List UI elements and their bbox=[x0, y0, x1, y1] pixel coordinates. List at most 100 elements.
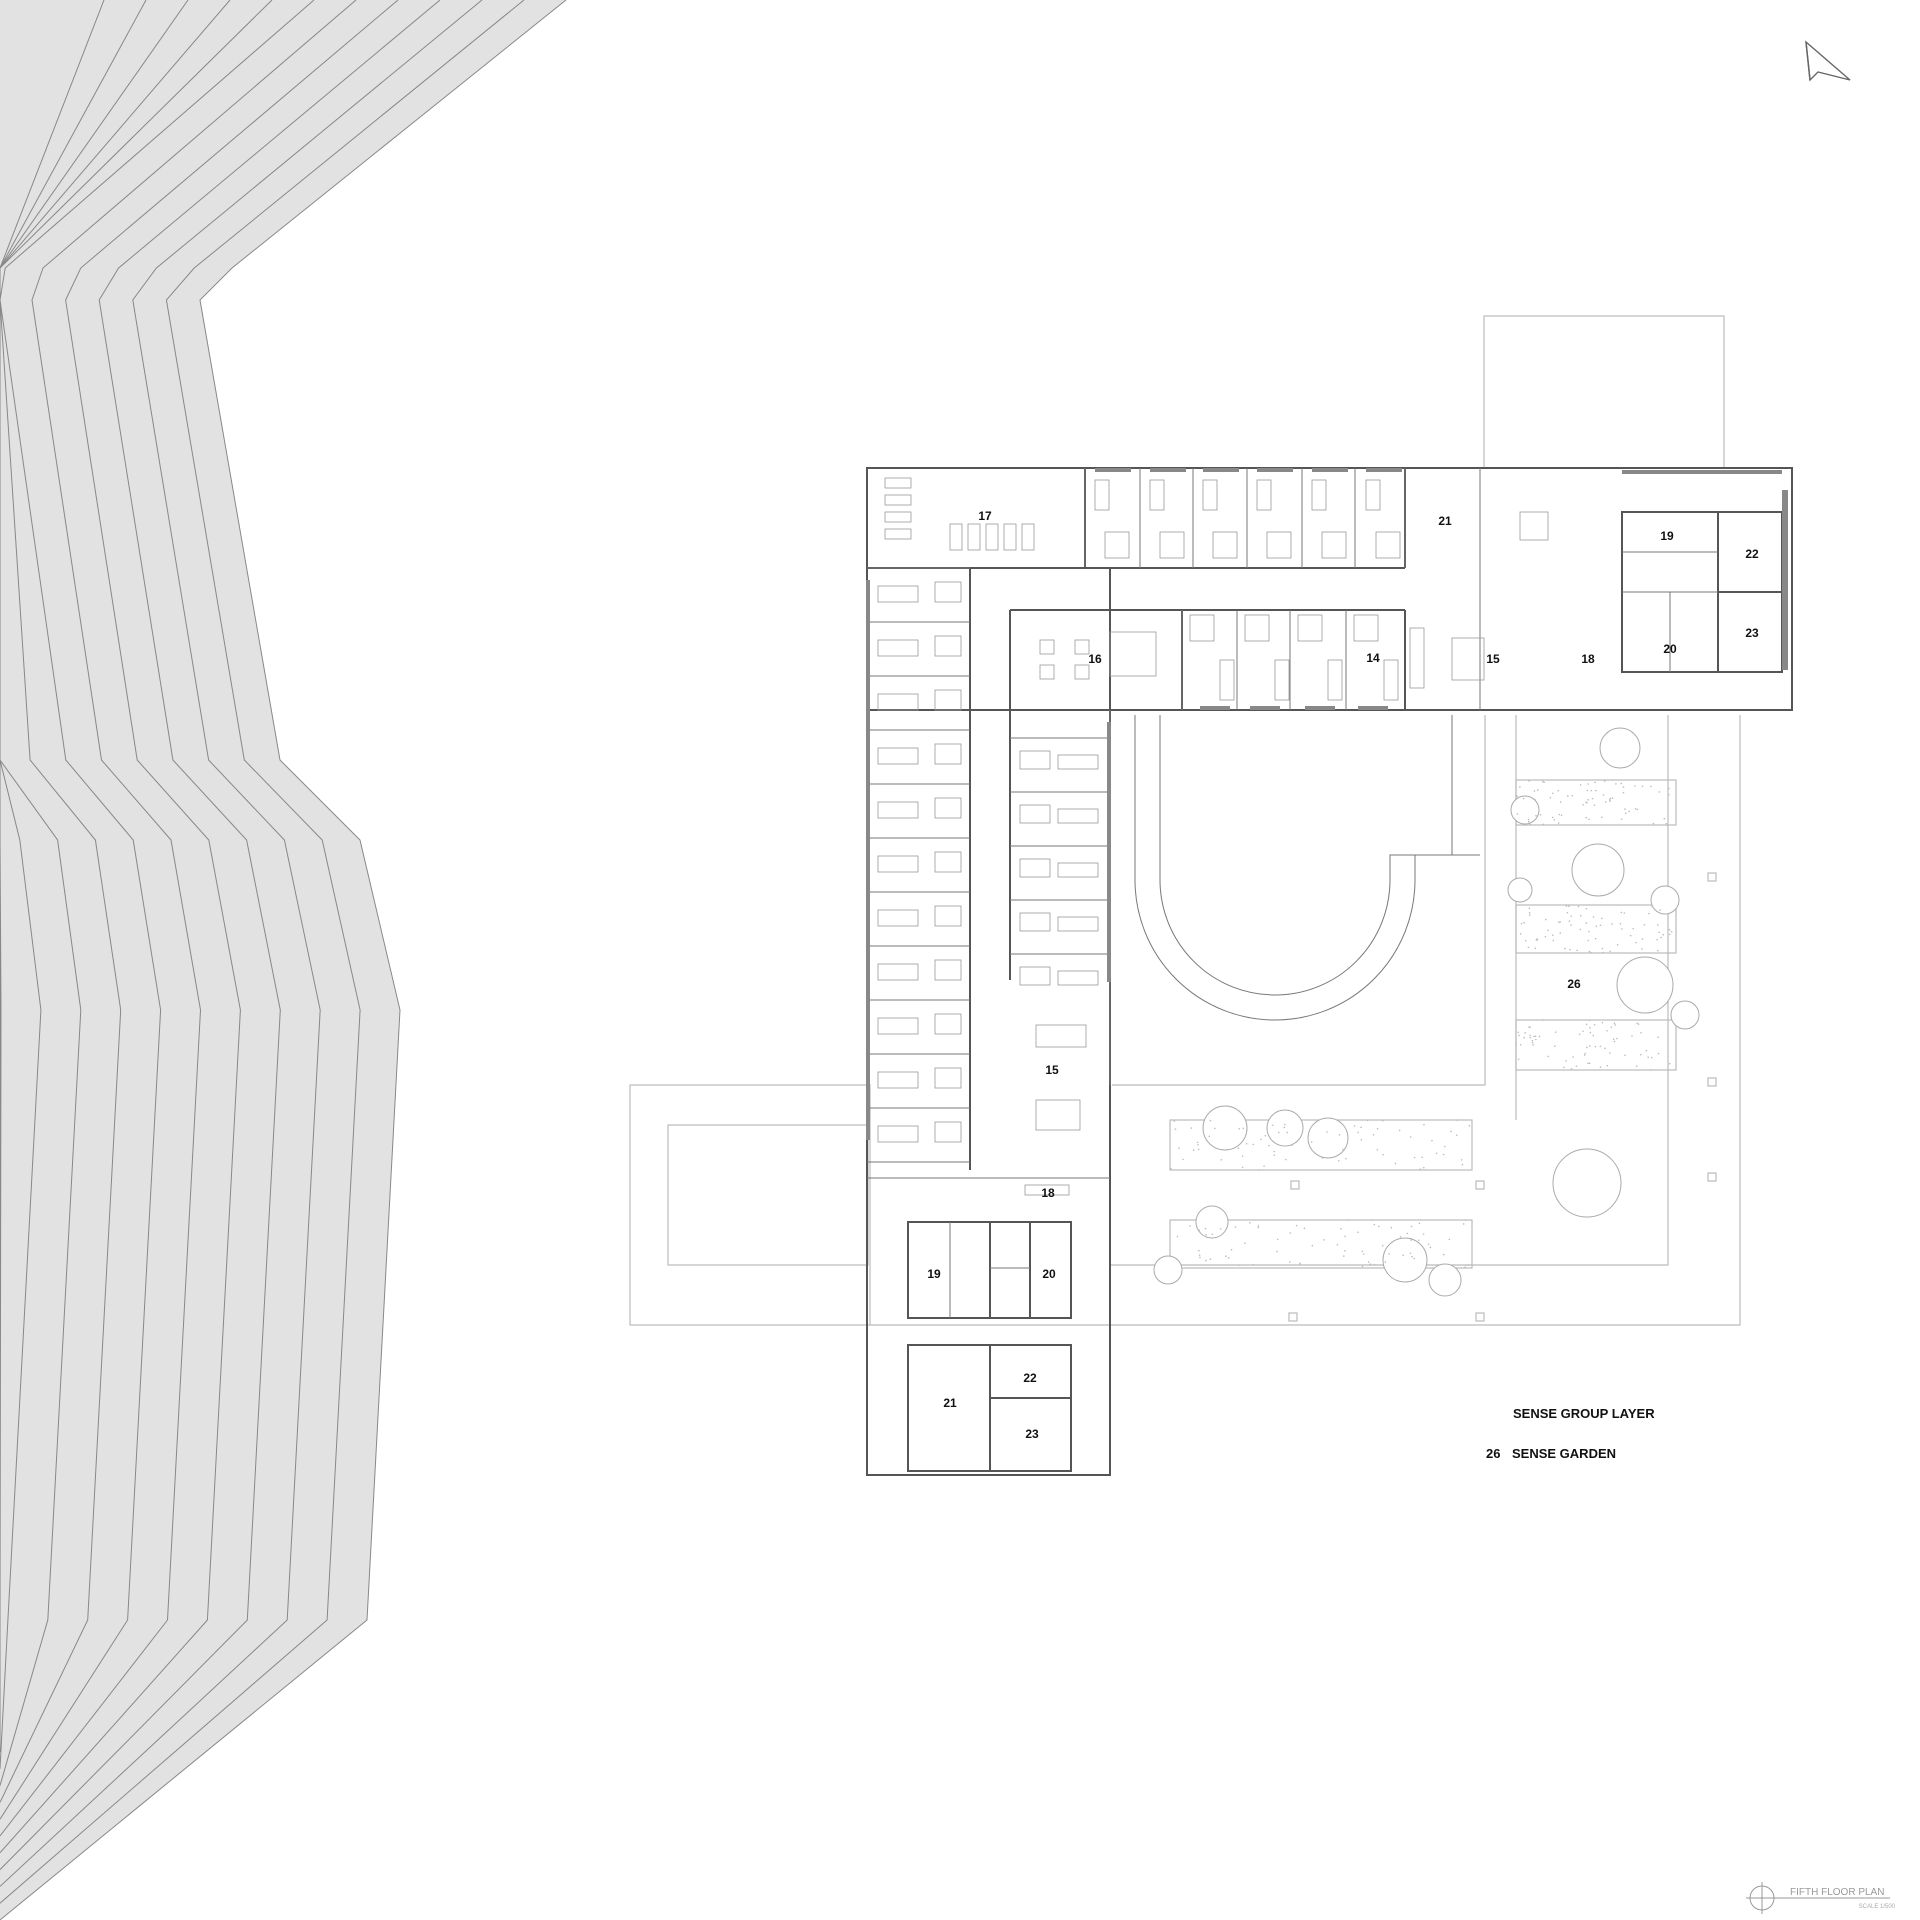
exercise-bench bbox=[967, 523, 981, 551]
planting-dot bbox=[1622, 791, 1625, 794]
planting-dot bbox=[1585, 816, 1588, 819]
planting-dot bbox=[1427, 1243, 1430, 1246]
planting-dot bbox=[1311, 1244, 1314, 1247]
planting-dot bbox=[1534, 799, 1537, 801]
exercise-bench bbox=[1003, 523, 1017, 551]
planting-dot bbox=[1230, 1248, 1233, 1251]
exercise-bench bbox=[1021, 523, 1035, 551]
wardrobe bbox=[934, 689, 962, 711]
planting-dot bbox=[1344, 1250, 1346, 1252]
planting-dot bbox=[1298, 1263, 1301, 1265]
planting-dot bbox=[1622, 786, 1625, 788]
planting-dot bbox=[1283, 1126, 1286, 1129]
window bbox=[1095, 468, 1131, 472]
contour-line bbox=[0, 0, 567, 1920]
planting-dot bbox=[1527, 820, 1530, 823]
plan-title: FIFTH FLOOR PLAN bbox=[1790, 1887, 1884, 1898]
planting-dot bbox=[1237, 1264, 1240, 1267]
planting-dot bbox=[1170, 1168, 1172, 1170]
planting-dot bbox=[1554, 1031, 1557, 1033]
legend: SENSE GROUP LAYER 26 SENSE GARDEN bbox=[1486, 1406, 1655, 1461]
planting-dot bbox=[1559, 921, 1561, 923]
planting-dot bbox=[1609, 797, 1612, 800]
planting-dot bbox=[1209, 1258, 1212, 1260]
planting-dot bbox=[1464, 1266, 1466, 1269]
planting-dot bbox=[1394, 1162, 1397, 1165]
planting-dot bbox=[1360, 1126, 1362, 1129]
planting-dot bbox=[1519, 786, 1521, 788]
tree bbox=[1195, 1205, 1229, 1239]
planting-dot bbox=[1665, 822, 1668, 825]
lounge-table bbox=[1519, 511, 1549, 541]
treadmill bbox=[884, 528, 912, 540]
planting-dot bbox=[1588, 818, 1590, 821]
planting-dot bbox=[1611, 923, 1613, 925]
planting-dot bbox=[1616, 1037, 1618, 1040]
planting-dot bbox=[1635, 941, 1637, 944]
planting-dot bbox=[1429, 1246, 1432, 1249]
table bbox=[1039, 664, 1055, 680]
wardrobe bbox=[934, 959, 962, 981]
wardrobe bbox=[1159, 531, 1185, 559]
planting-dot bbox=[1411, 1255, 1413, 1258]
planting-dot bbox=[1604, 801, 1607, 803]
planting-dot bbox=[1656, 938, 1658, 941]
room-label-22-left: 22 bbox=[1023, 1371, 1037, 1385]
planting-dot bbox=[1444, 1145, 1446, 1148]
planting-dot bbox=[1538, 1035, 1541, 1038]
terrain-hillside bbox=[0, 0, 567, 1920]
planting-dot bbox=[1669, 933, 1671, 936]
window bbox=[1203, 468, 1239, 472]
planting-dot bbox=[1584, 1052, 1586, 1055]
planting-dot bbox=[1410, 1225, 1413, 1228]
curved-ramp bbox=[1134, 715, 1480, 1021]
planting-dot bbox=[1410, 1239, 1412, 1241]
exercise-bench bbox=[949, 523, 963, 551]
planting-dot bbox=[1606, 1064, 1609, 1067]
room-label-21: 21 bbox=[1438, 514, 1452, 528]
planting-dot bbox=[1219, 1228, 1222, 1230]
wardrobe bbox=[934, 1121, 962, 1143]
planting-dot bbox=[1541, 1019, 1544, 1021]
planting-dot bbox=[1189, 1225, 1191, 1227]
bed bbox=[877, 963, 919, 981]
planting-dot bbox=[1629, 934, 1632, 937]
bed bbox=[1327, 659, 1343, 701]
bed bbox=[877, 693, 919, 711]
planting-dot bbox=[1589, 1027, 1591, 1029]
planting-dot bbox=[1641, 785, 1644, 787]
planting-dot bbox=[1613, 1022, 1616, 1024]
planting-dot bbox=[1468, 1124, 1471, 1127]
planting-dot bbox=[1461, 1163, 1464, 1166]
wardrobe bbox=[1212, 531, 1238, 559]
wardrobe bbox=[934, 581, 962, 603]
bed bbox=[1256, 479, 1272, 511]
planting-dot bbox=[1593, 1023, 1596, 1026]
planting-dot bbox=[1553, 818, 1555, 821]
window bbox=[1366, 468, 1402, 472]
planting-dot bbox=[1628, 810, 1630, 813]
planting-dot bbox=[1273, 1150, 1276, 1153]
planting-dot bbox=[1657, 1036, 1659, 1039]
bed bbox=[877, 1071, 919, 1089]
window bbox=[1150, 468, 1186, 472]
planting-dot bbox=[1264, 1134, 1267, 1137]
room-label-23: 23 bbox=[1745, 626, 1759, 640]
planting-dot bbox=[1353, 1125, 1356, 1127]
contour-line bbox=[0, 0, 525, 1904]
bed bbox=[1311, 479, 1327, 511]
planting-dot bbox=[1271, 1124, 1274, 1127]
column-marker bbox=[1288, 1312, 1298, 1322]
planting-dot bbox=[1381, 1119, 1384, 1122]
planting-dot bbox=[1545, 918, 1547, 921]
planting-dot bbox=[1547, 1055, 1550, 1058]
planting-dot bbox=[1601, 816, 1603, 819]
planting-dot bbox=[1260, 1138, 1262, 1141]
planting-dot bbox=[1544, 935, 1547, 938]
planting-dot bbox=[1214, 1127, 1216, 1130]
planting-dot bbox=[1586, 789, 1589, 792]
sense-garden bbox=[1112, 715, 1717, 1322]
planting-dot bbox=[1643, 923, 1646, 926]
legend-entry-number: 26 bbox=[1486, 1446, 1500, 1461]
bed bbox=[1057, 862, 1099, 878]
